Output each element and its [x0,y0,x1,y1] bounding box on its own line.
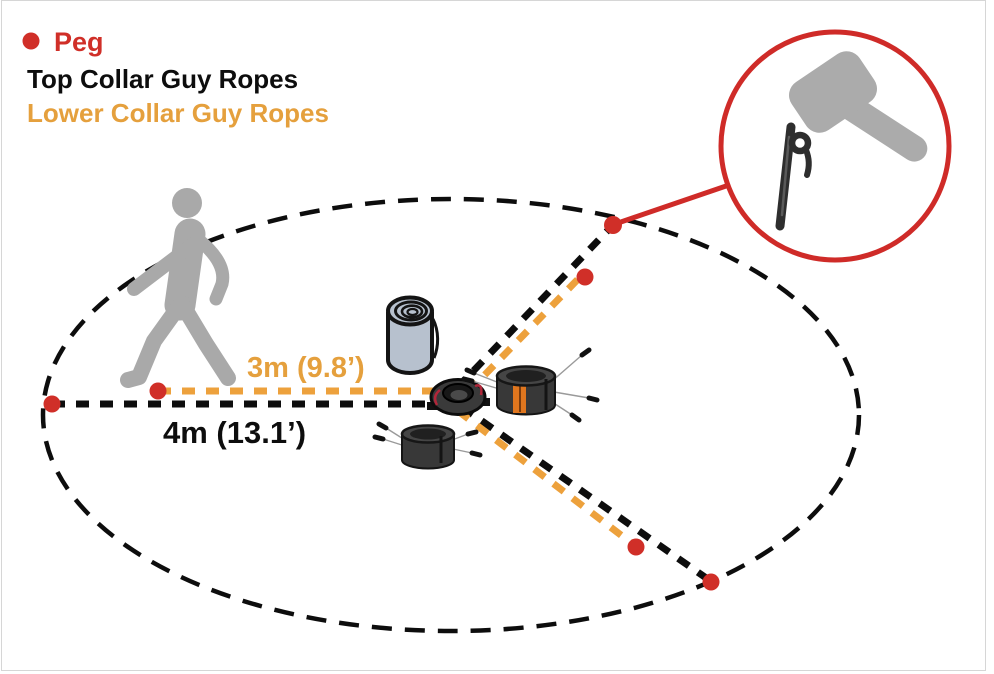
peg-dot-icon [604,216,622,234]
top-guy-rope-lower-right [459,404,712,583]
inset-circle [718,29,952,263]
person-front-arm [127,235,203,296]
top-guy-rope-upper-right [454,224,614,391]
peg-dot-icon [22,32,40,50]
legend-top-collar-label: Top Collar Guy Ropes [27,64,298,94]
person-back-leg [174,296,236,386]
peg-detail-inset [718,29,952,263]
collar-clamp-left-icon [372,421,483,470]
top-collar-distance-label: 4m (13.1’) [163,415,306,450]
mallet-icon [789,51,928,162]
legend: Peg Top Collar Guy Ropes Lower Collar Gu… [22,27,329,128]
lower-guy-rope-lower-right [455,408,637,548]
perimeter-ellipse [40,196,862,634]
peg-dot-icon [43,395,61,413]
clamp-string-tips [461,347,600,423]
person-back-arm [192,233,230,306]
clamp-string-tips [372,421,483,458]
lower-guy-rope-upper-right [465,271,586,395]
collar-red-hook-right [474,384,483,396]
peg-dot-icon [627,538,645,556]
collar-red-hook-left [433,389,441,406]
mat-flap-edge [431,318,440,359]
peg-dot-icon [576,268,594,286]
collar-clamp-right-icon [461,347,600,423]
top-collar-guy-ropes [52,224,712,583]
legend-lower-collar-label: Lower Collar Guy Ropes [27,98,329,128]
lower-collar-distance-label: 3m (9.8’) [247,352,365,384]
peg-dot-icon [149,382,167,400]
pegs [43,216,720,591]
legend-peg-label: Peg [54,27,104,57]
person-front-leg [120,294,190,388]
sleeping-mat-roll-icon [386,295,440,375]
peg-hook [803,147,812,178]
tent-peg-icon [775,122,812,231]
peg-dot-icon [702,573,720,591]
lower-collar-guy-ropes [158,271,637,548]
walking-person-icon [120,188,236,388]
pole-collar-top-icon [427,378,490,416]
inset-connector-line [614,182,730,227]
